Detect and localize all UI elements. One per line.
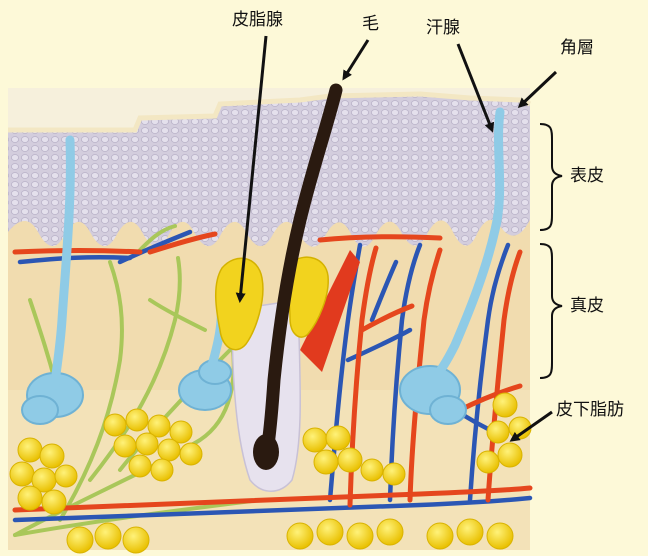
label-hair: 毛 <box>362 14 379 34</box>
layer-brackets <box>540 124 562 378</box>
label-epidermis: 表皮 <box>570 166 604 186</box>
label-dermis: 真皮 <box>570 296 604 316</box>
label-sebaceous-gland: 皮脂腺 <box>232 10 283 30</box>
label-subcutaneous-fat: 皮下脂肪 <box>556 400 624 420</box>
bracket-epidermis <box>540 124 562 230</box>
label-sweat-gland: 汗腺 <box>426 18 460 38</box>
hair-bulb <box>253 434 279 470</box>
label-stratum-corneum: 角層 <box>560 38 594 58</box>
arrow-hair <box>344 40 368 78</box>
bracket-dermis <box>540 244 562 378</box>
